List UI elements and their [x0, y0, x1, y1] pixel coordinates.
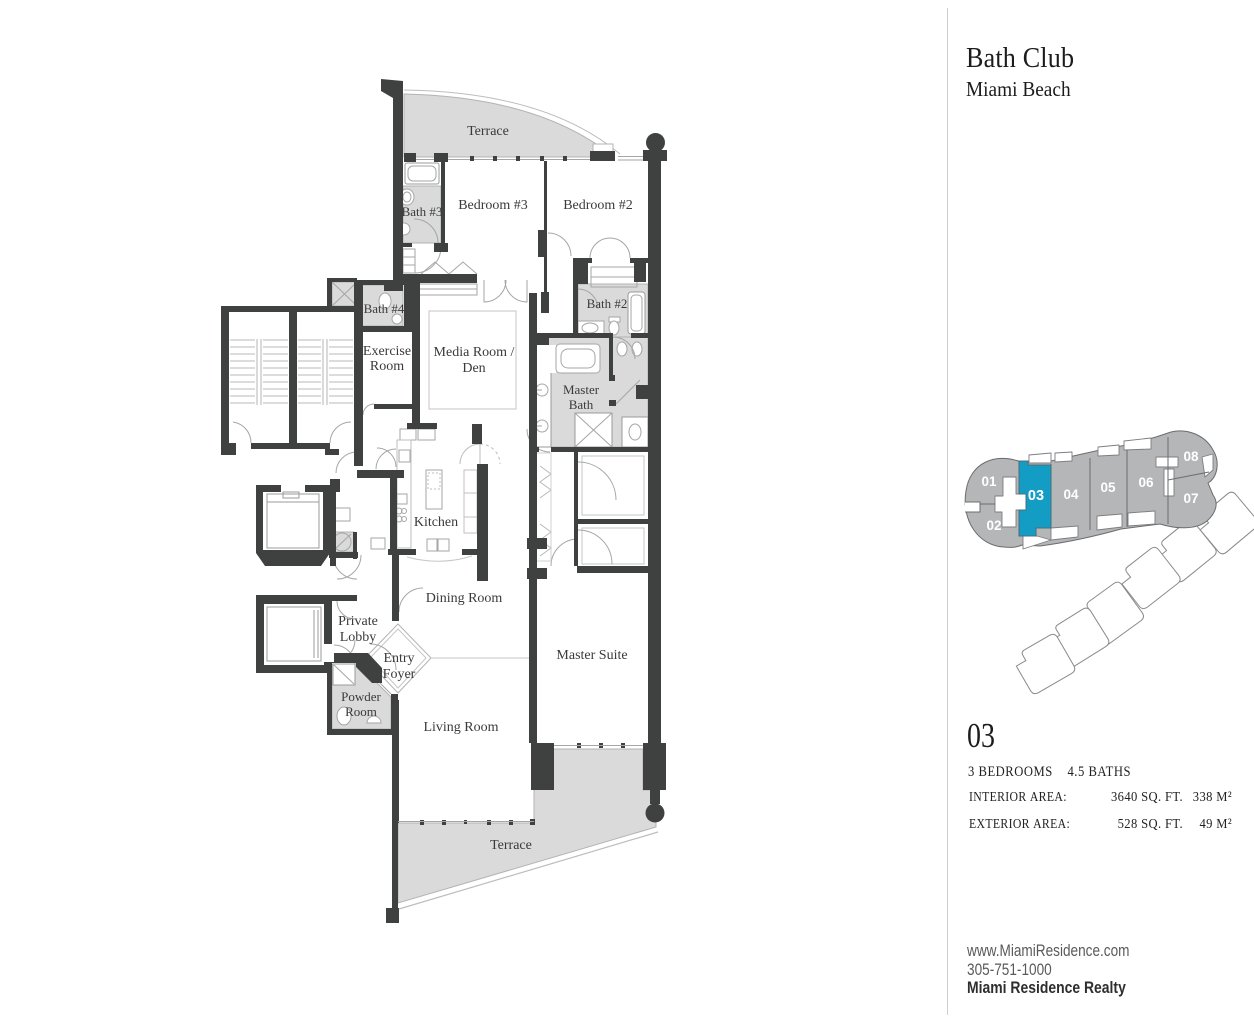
svg-text:Bath #3: Bath #3 [402, 204, 443, 219]
svg-text:Terrace: Terrace [467, 124, 509, 139]
svg-text:Bedroom #3: Bedroom #3 [458, 198, 528, 213]
svg-text:Room: Room [345, 704, 377, 719]
svg-text:06: 06 [1138, 475, 1154, 490]
svg-text:Bath #2: Bath #2 [587, 296, 628, 311]
svg-text:Master: Master [563, 382, 600, 397]
svg-text:01: 01 [981, 474, 997, 489]
svg-text:Exercise: Exercise [363, 344, 411, 359]
svg-text:Master Suite: Master Suite [556, 648, 627, 663]
svg-text:Terrace: Terrace [490, 838, 532, 853]
svg-text:04: 04 [1063, 487, 1079, 502]
svg-text:03: 03 [1028, 488, 1044, 504]
svg-text:Lobby: Lobby [340, 630, 377, 645]
svg-text:Kitchen: Kitchen [414, 515, 458, 530]
svg-text:Bedroom #2: Bedroom #2 [563, 198, 633, 213]
svg-text:05: 05 [1100, 480, 1116, 495]
svg-text:Media Room /: Media Room / [434, 345, 515, 360]
svg-text:Bath #4: Bath #4 [364, 301, 405, 316]
svg-text:02: 02 [986, 518, 1001, 533]
svg-text:Private: Private [338, 614, 378, 629]
svg-text:Living Room: Living Room [423, 720, 498, 735]
svg-text:07: 07 [1183, 491, 1198, 506]
svg-text:Foyer: Foyer [383, 667, 416, 682]
svg-text:Entry: Entry [383, 651, 414, 666]
svg-text:Bath: Bath [569, 397, 594, 412]
svg-text:Dining Room: Dining Room [426, 591, 503, 606]
svg-text:Powder: Powder [341, 689, 381, 704]
svg-text:08: 08 [1183, 449, 1199, 464]
svg-text:Den: Den [462, 361, 485, 376]
svg-text:Room: Room [370, 359, 404, 374]
